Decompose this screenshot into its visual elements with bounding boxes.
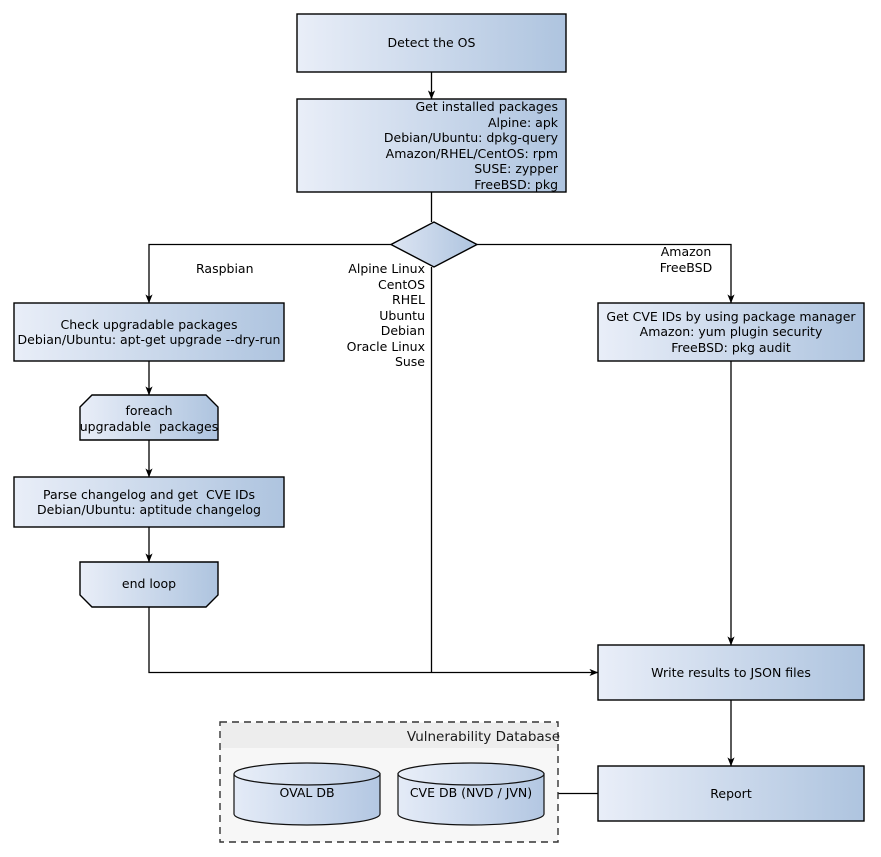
cve-db-cylinder: [397, 762, 545, 826]
node-shape-check-upgradable-packages[interactable]: [13, 302, 285, 362]
text-line-3: Ubuntu: [379, 307, 425, 323]
node-shape-parse-changelog-get-cve-ids[interactable]: [13, 476, 285, 528]
text-line-4: Debian: [380, 323, 425, 338]
node-shape-foreach-upgradable-packages-loop-start[interactable]: [79, 394, 219, 441]
text-line-0: Alpine Linux: [348, 261, 425, 276]
text-line-6: Suse: [394, 354, 425, 369]
edge-label-raspbian: Raspbian: [196, 261, 254, 277]
text-line-1: FreeBSD: [659, 259, 713, 275]
edges-group: [145, 72, 735, 795]
vulnerability-database-container: [219, 721, 559, 843]
edge-end-loop-to-write-json: [148, 607, 599, 677]
node-shape-detect-the-os[interactable]: [296, 13, 567, 73]
text-line-0: Amazon: [660, 244, 712, 259]
edge-decision-to-check-upgradable: [145, 243, 391, 304]
nodes-group: [13, 13, 865, 822]
oval-db-cylinder: [233, 762, 381, 826]
text-line-2: RHEL: [392, 292, 425, 307]
vulnerability-database-title: Vulnerability Database: [406, 729, 560, 745]
edge-decision-to-get-cve-pkg-manager: [477, 243, 735, 304]
node-shape-report[interactable]: [597, 765, 865, 822]
node-shape-get-installed-packages[interactable]: [296, 98, 567, 193]
node-shape-end-loop[interactable]: [79, 561, 219, 608]
node-shape-write-results-to-json-files[interactable]: [597, 644, 865, 701]
text-line-1: CentOS: [377, 276, 425, 292]
node-shape-get-cve-ids-using-package-manager[interactable]: [597, 302, 865, 362]
text-line-5: Oracle Linux: [346, 338, 425, 354]
vulnerability-database-header-band: [221, 723, 557, 748]
node-shape-os-branch-decision[interactable]: [389, 221, 479, 268]
text-line-0: Raspbian: [196, 261, 254, 276]
